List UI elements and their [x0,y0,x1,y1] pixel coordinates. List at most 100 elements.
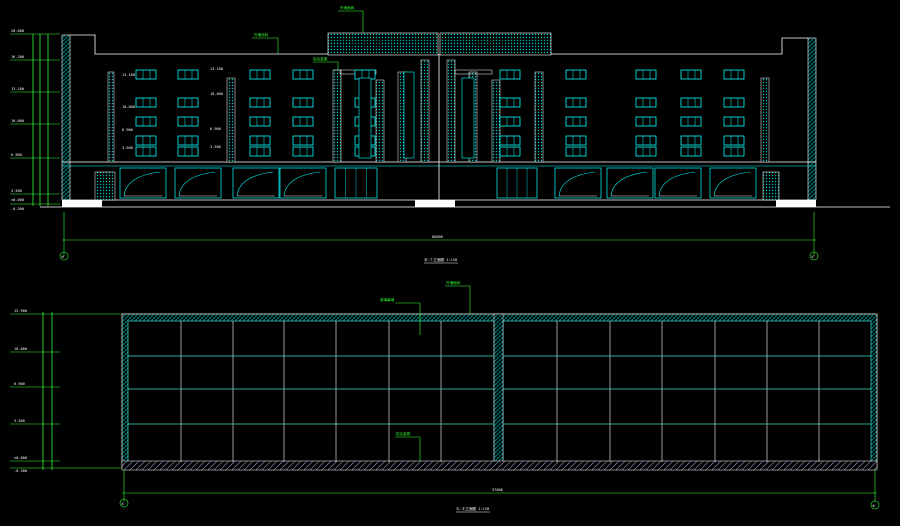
window-frame [249,97,271,108]
rooftop-sign: 宏 云 酒 1 小 吃 店 [327,32,552,56]
front-level-5: 6.900 [11,153,22,157]
window-frame [177,146,199,157]
window-frame [565,135,587,146]
shutter-curve [178,171,216,197]
window [249,135,271,146]
window [499,135,521,146]
window [565,146,587,157]
shopfront [279,167,327,199]
window-frame [723,97,745,108]
window [249,69,271,80]
window-frame [354,69,376,80]
window-frame [177,116,199,127]
window-frame [635,135,657,146]
window [135,97,157,108]
window [354,69,376,80]
window-frame [680,97,702,108]
shutter-curve [658,171,696,197]
shutter-curve [123,171,161,197]
window-frame [292,69,314,80]
side-callout-2: 玻璃幕墙 [380,297,395,302]
window [723,135,745,146]
window [565,97,587,108]
front-building-outline [40,34,890,208]
shopfront [554,167,602,199]
canopy-beam [454,69,493,75]
side-level-6: -0.300 [14,469,27,473]
shopfront-frame [606,167,654,199]
front-level-8: -0.300 [11,207,24,211]
window-frame [135,116,157,127]
window [135,135,157,146]
pilaster [420,59,430,163]
window-frame [292,97,314,108]
shutter-curve [558,171,596,197]
shutter-curve [713,171,751,197]
front-elevation: 20.600 16.200 13.100 10.000 6.900 3.500 … [10,5,890,264]
window [499,116,521,127]
pilaster [760,77,770,163]
pilaster [332,69,342,163]
stair-window [358,77,372,159]
window [723,69,745,80]
front-level-2: 16.200 [11,55,24,59]
window-frame [292,146,314,157]
window [723,97,745,108]
window [680,135,702,146]
window-frame [249,146,271,157]
window [177,146,199,157]
window-frame [499,116,521,127]
stair-core [762,171,780,201]
window-frame [249,135,271,146]
side-overall-dimension: 37600 ① ⑩ [119,470,880,510]
window [635,97,657,108]
window-frame [292,135,314,146]
front-level-4: 10.000 [11,119,24,123]
front-overall-dimension: 60000 ⑩ ① [59,212,819,261]
shopfront [232,167,280,199]
shopfront [709,167,757,199]
stair-window [461,77,475,159]
front-floor-tags: 13.100 10.000 6.900 3.500 13.100 10.000 … [122,67,223,150]
front-pilasters [107,59,770,163]
window [177,69,199,80]
shopfront-frame [232,167,280,199]
front-shopfronts [94,167,780,201]
window [177,97,199,108]
window-frame [723,135,745,146]
window-frame [635,146,657,157]
front-dimension-text: 60000 [432,235,443,239]
side-level-5: ±0.000 [14,456,27,460]
side-grid-right: ⑩ [872,504,876,508]
window [680,116,702,127]
shopfront-frame [654,167,702,199]
pilaster [491,79,501,163]
window [680,97,702,108]
window-frame [680,69,702,80]
window-frame [177,135,199,146]
window-frame [723,69,745,80]
window [292,116,314,127]
window-frame [499,97,521,108]
shopfront-frame [119,167,167,199]
shopfront-frame [709,167,757,199]
window [135,116,157,127]
shopfront-frame [174,167,222,199]
stair-core [94,171,116,201]
window [565,135,587,146]
front-level-3: 13.100 [11,87,24,91]
window-frame [680,135,702,146]
curtain-wall-grid [128,321,871,462]
window [249,116,271,127]
window-frame [680,116,702,127]
side-level-4: 3.500 [14,419,25,423]
window-frame [135,97,157,108]
window-frame [565,116,587,127]
window [292,69,314,80]
entrance-door [334,167,378,199]
side-level-2: 10.000 [14,347,27,351]
window-frame [680,146,702,157]
window [723,116,745,127]
side-level-3: 6.900 [14,382,25,386]
front-level-1: 20.600 [11,29,24,33]
